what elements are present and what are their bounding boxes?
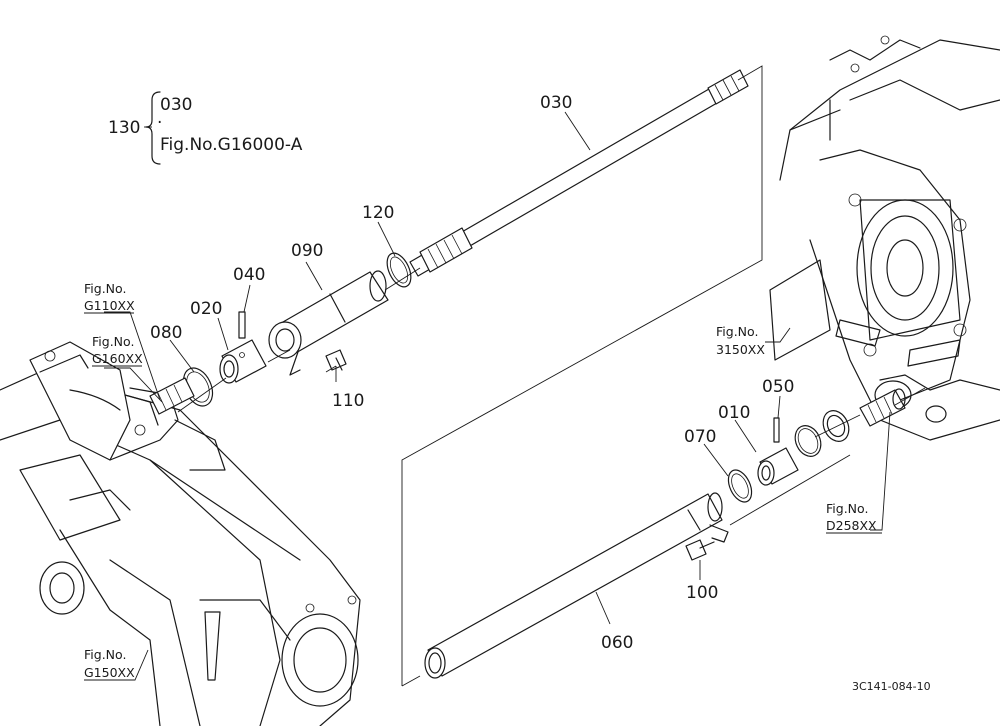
fig-ref-g160-line1: Fig.No. (92, 334, 134, 349)
transmission-case (769, 35, 1000, 441)
part-callouts: 030 120 090 040 020 080 110 050 010 070 … (150, 93, 794, 653)
callout-050: 050 (762, 377, 794, 397)
drive-shaft-030 (409, 69, 749, 277)
tube-060 (424, 492, 729, 679)
bearing (822, 410, 850, 442)
o-ring-070 (727, 469, 753, 503)
figure-ref-g150: Fig.No. G150XX (84, 647, 135, 681)
front-axle-housing (0, 371, 361, 726)
fig-ref-3150-line2: 3150XX (716, 342, 765, 357)
collar-010 (757, 447, 799, 486)
drawing-code: 3C141-084-10 (852, 680, 931, 693)
sleeve-090 (268, 270, 389, 376)
pin-050 (773, 417, 780, 443)
bolt-100 (685, 539, 715, 561)
fig-ref-g160-line2: G160XX (92, 351, 143, 366)
callout-040: 040 (233, 265, 265, 285)
callout-020: 020 (190, 299, 222, 319)
callout-080: 080 (150, 323, 182, 343)
bolt-110 (325, 349, 347, 371)
figure-ref-g160: Fig.No. G160XX (92, 334, 143, 367)
fig-ref-d258-line2: D258XX (826, 518, 877, 533)
fig-ref-g110-line1: Fig.No. (84, 281, 126, 296)
output-shaft-stub (859, 388, 906, 427)
callout-090: 090 (291, 241, 323, 261)
guide-lines (177, 65, 926, 687)
figure-ref-g110: Fig.No. G110XX (84, 281, 135, 314)
assembly-contents-separator: · (157, 113, 162, 133)
o-ring-120 (386, 252, 412, 288)
assembly-number-label: 130 (108, 118, 140, 138)
assembly-bracket: 130 030 · Fig.No.G16000-A (108, 91, 303, 165)
fig-ref-3150-line1: Fig.No. (716, 324, 758, 339)
callout-070: 070 (684, 427, 716, 447)
fig-ref-g150-line1: Fig.No. (84, 647, 126, 662)
stub-shaft (149, 377, 195, 415)
figure-ref-3150: Fig.No. 3150XX (716, 324, 765, 357)
callout-120: 120 (362, 203, 394, 223)
fig-ref-g110-line2: G110XX (84, 298, 135, 313)
callout-030: 030 (540, 93, 572, 113)
fig-ref-d258-line1: Fig.No. (826, 501, 868, 516)
collar-020 (219, 339, 267, 384)
callout-110: 110 (332, 391, 364, 411)
pin-040 (238, 311, 246, 339)
callout-010: 010 (718, 403, 750, 423)
figure-ref-d258: Fig.No. D258XX (826, 501, 882, 534)
callout-100: 100 (686, 583, 718, 603)
circlip (794, 425, 822, 457)
fig-ref-g150-line2: G150XX (84, 665, 135, 680)
callout-060: 060 (601, 633, 633, 653)
assembly-contents-fig: Fig.No.G16000-A (160, 135, 303, 155)
assembly-contents-part: 030 (160, 95, 192, 115)
